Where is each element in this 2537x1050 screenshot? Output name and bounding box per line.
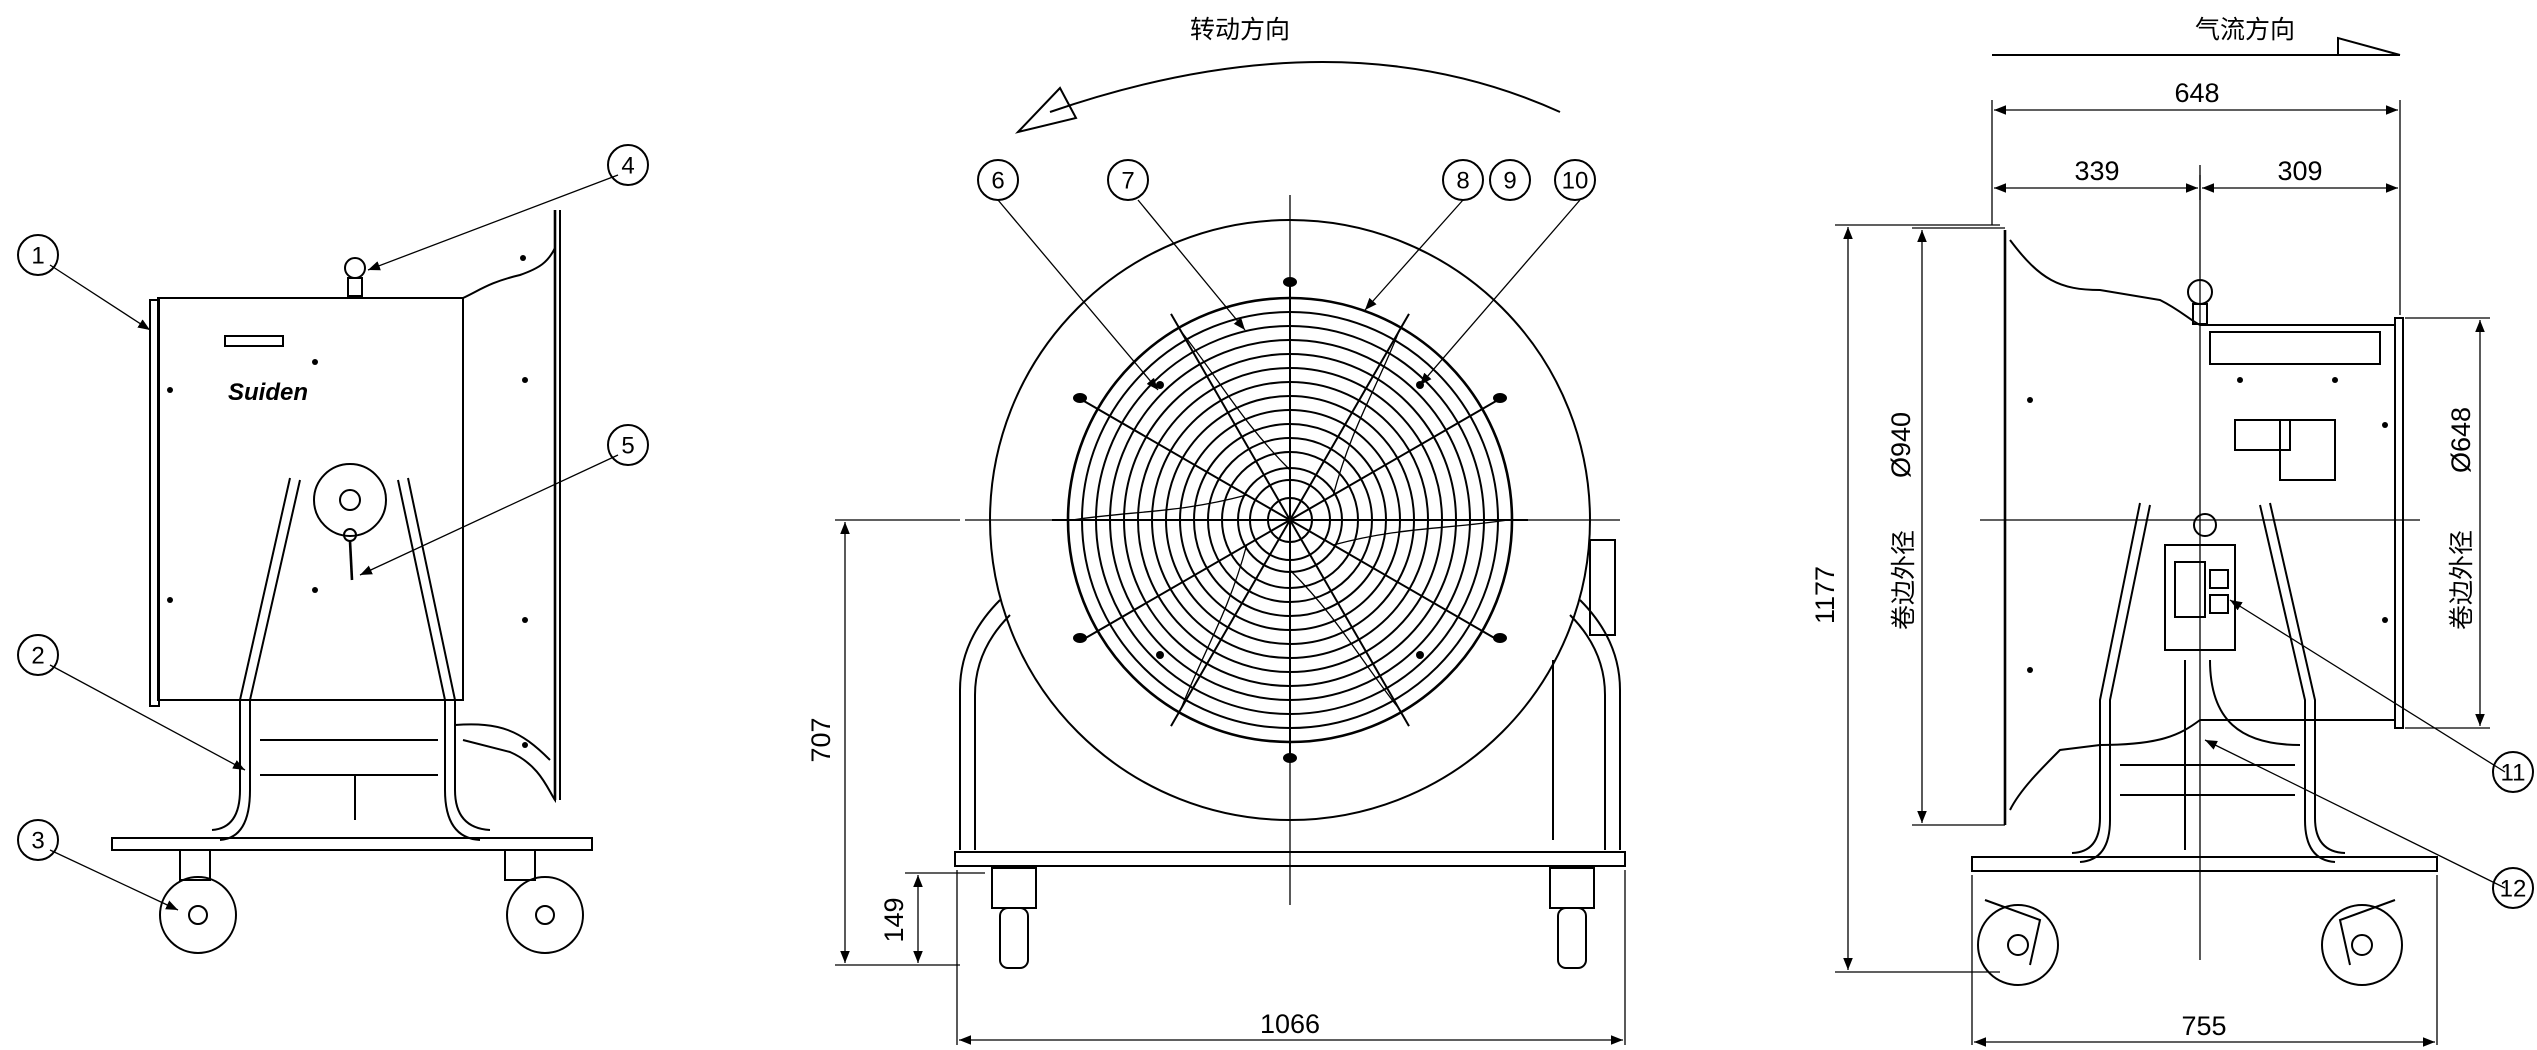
side-stand-left xyxy=(2079,504,2151,863)
fan-housing-right xyxy=(2009,239,2396,811)
callout-leaders xyxy=(49,174,2506,911)
callout-6: 6 xyxy=(977,159,1019,201)
svg-text:4: 4 xyxy=(621,153,634,180)
dim-309: 309 xyxy=(2277,156,2322,186)
callout-7: 7 xyxy=(1107,159,1149,201)
callout-1: 1 xyxy=(17,234,59,276)
callout-8: 8 xyxy=(1442,159,1484,201)
rivets xyxy=(167,255,528,748)
callout-11: 11 xyxy=(2492,751,2534,793)
dim-1177: 1177 xyxy=(1810,566,1840,624)
stand-frame-left xyxy=(219,479,301,841)
svg-text:1: 1 xyxy=(31,243,44,270)
svg-text:7: 7 xyxy=(1121,168,1134,195)
callout-9: 9 xyxy=(1489,159,1531,201)
callout-5: 5 xyxy=(607,424,649,466)
outlet-label: 卷边外径 xyxy=(2447,530,2476,630)
dim-707: 707 xyxy=(806,717,836,762)
right-side-view: 气流方向 xyxy=(1810,15,2490,1047)
stand-left xyxy=(959,599,1001,850)
front-view: 转动方向 xyxy=(806,15,1626,1045)
callout-2: 2 xyxy=(17,634,59,676)
svg-text:12: 12 xyxy=(2500,876,2527,903)
side-nameplate xyxy=(2209,331,2381,365)
svg-text:2: 2 xyxy=(31,643,44,670)
pivot-hub xyxy=(313,463,387,537)
side-stand-right xyxy=(2259,504,2336,863)
callout-4: 4 xyxy=(607,144,649,186)
inlet-label: 卷边外径 xyxy=(1889,530,1918,630)
svg-text:3: 3 xyxy=(31,828,44,855)
side-caster-left xyxy=(1977,899,2059,986)
svg-text:9: 9 xyxy=(1503,168,1516,195)
fan-guard xyxy=(1052,277,1528,763)
dim-149: 149 xyxy=(879,897,909,942)
side-caster-right xyxy=(2321,899,2403,986)
svg-text:11: 11 xyxy=(2501,760,2526,787)
nameplate xyxy=(224,335,284,347)
dim-648-dia: Ø648 xyxy=(2446,407,2476,473)
dim-940: Ø940 xyxy=(1886,412,1916,478)
svg-text:8: 8 xyxy=(1456,168,1469,195)
dim-1066: 1066 xyxy=(1260,1009,1320,1039)
dim-755: 755 xyxy=(2181,1011,2226,1041)
callout-10: 10 xyxy=(1554,159,1596,201)
pivot-hub-right xyxy=(2193,513,2217,537)
stand-right xyxy=(1579,599,1621,850)
callout-12: 12 xyxy=(2492,867,2534,909)
front-caster-right xyxy=(1549,867,1595,969)
caster-left xyxy=(159,849,237,954)
base-plate-front xyxy=(954,851,1626,867)
rotation-direction-label: 转动方向 xyxy=(1190,15,1290,44)
outer-ring xyxy=(989,219,1591,821)
side-label-panel xyxy=(2234,419,2291,451)
brand-logo: Suiden xyxy=(228,379,308,406)
svg-text:10: 10 xyxy=(1562,168,1589,195)
rotation-arrowhead xyxy=(1014,86,1078,134)
fan-body xyxy=(157,297,464,701)
left-side-view: Suiden xyxy=(111,210,593,954)
side-rivets xyxy=(2027,377,2388,673)
dim-648-top: 648 xyxy=(2174,78,2219,108)
front-caster-left xyxy=(991,867,1037,969)
base-plate xyxy=(111,837,593,851)
inlet-flange xyxy=(149,299,160,707)
svg-text:6: 6 xyxy=(991,168,1004,195)
motor-housing xyxy=(1589,539,1616,636)
airflow-direction-label: 气流方向 xyxy=(2195,15,2295,44)
callout-3: 3 xyxy=(17,819,59,861)
dim-339: 339 xyxy=(2074,156,2119,186)
svg-text:5: 5 xyxy=(621,433,634,460)
caster-right xyxy=(504,849,584,954)
fan-blades xyxy=(1070,329,1510,711)
rotation-arrow xyxy=(1049,61,1561,113)
stand-frame-right xyxy=(397,479,481,841)
eye-bolt xyxy=(344,257,366,279)
side-base-plate xyxy=(1971,856,2438,872)
diffuser xyxy=(462,247,556,804)
